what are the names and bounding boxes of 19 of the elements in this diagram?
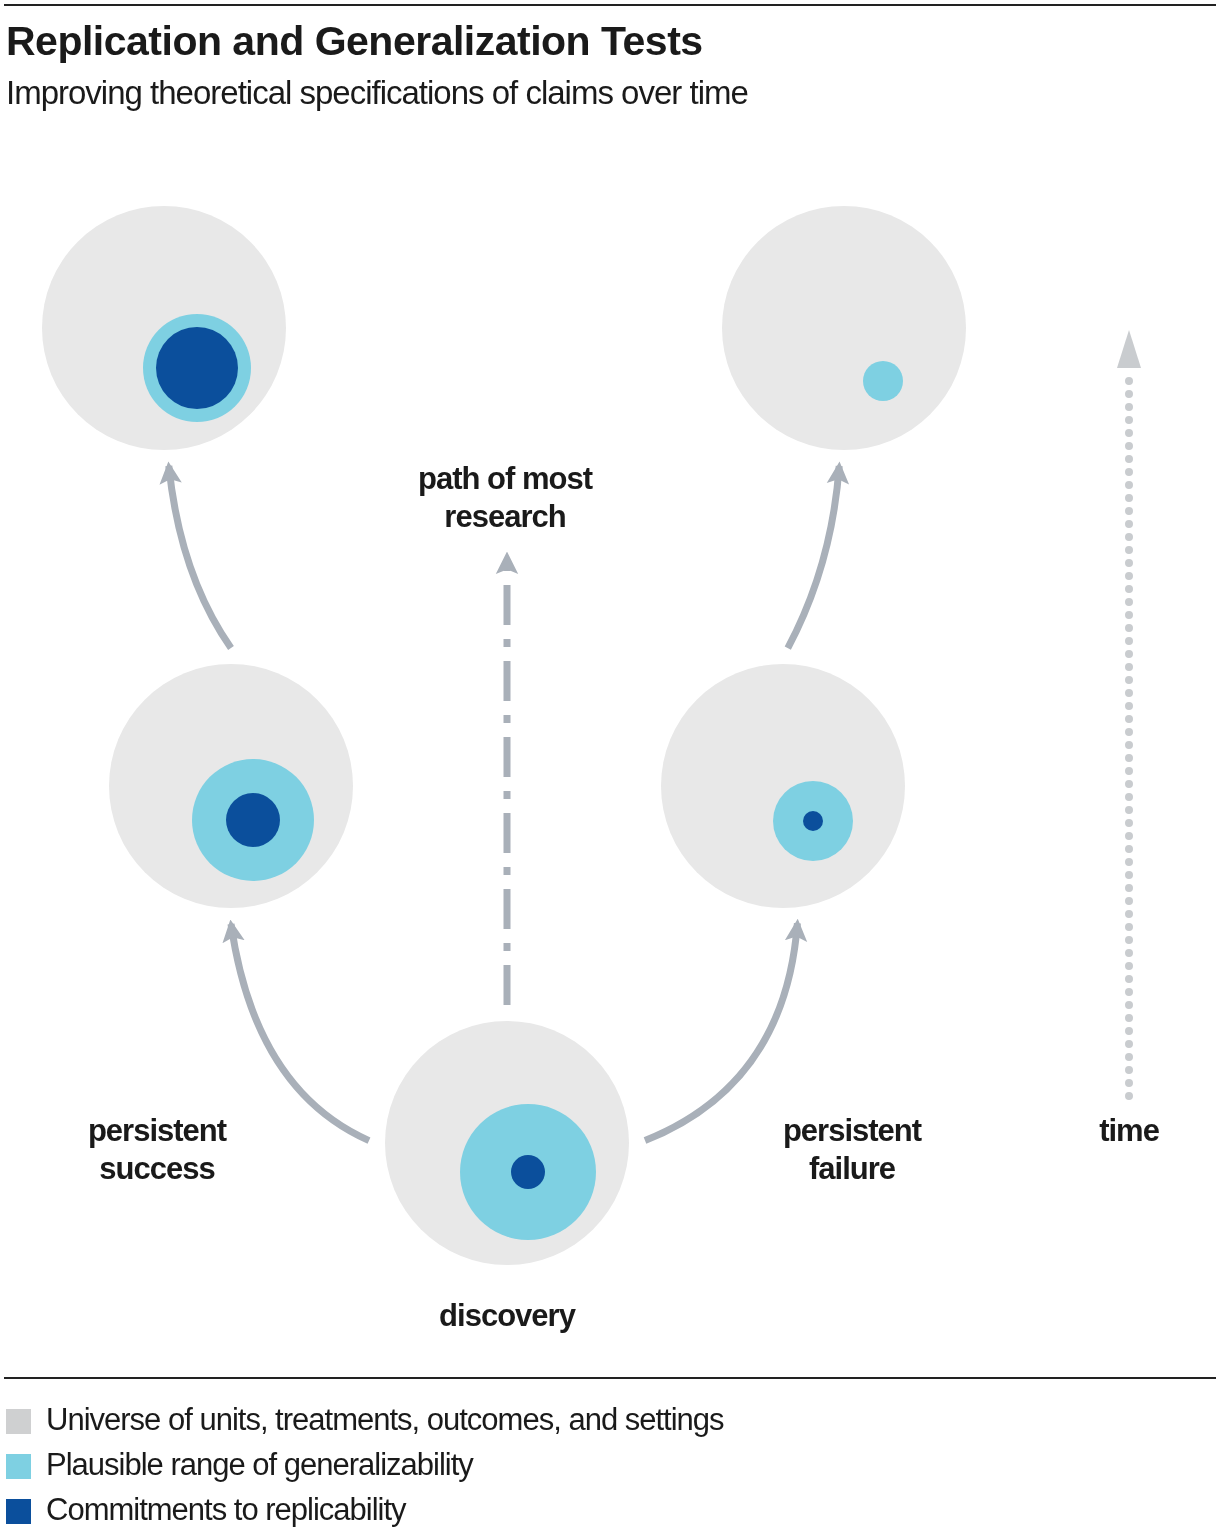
edge-label: persistent success: [86, 1112, 228, 1188]
subtitle: Improving theoretical specifications of claims over time: [6, 74, 748, 112]
arrow: [223, 919, 371, 1144]
generalizability-circle: [863, 361, 903, 401]
title: Replication and Generalization Tests: [6, 18, 703, 65]
replicability-circle: [226, 793, 280, 847]
replicability-circle: [156, 327, 238, 409]
axis-label: time: [1099, 1112, 1159, 1150]
replicability-circle: [803, 811, 823, 831]
arrow: [784, 461, 849, 650]
legend-text: Commitments to replicability: [46, 1492, 406, 1528]
edge-label: persistent failure: [781, 1112, 923, 1188]
replicability-circle: [511, 1155, 545, 1189]
legend-text: Plausible range of generalizability: [46, 1447, 473, 1483]
arrow: [643, 918, 807, 1144]
node-caption: discovery: [439, 1297, 575, 1335]
edge-label: path of most research: [417, 460, 594, 536]
arrow: [159, 461, 234, 650]
legend-text: Universe of units, treatments, outcomes, and settings: [46, 1402, 724, 1438]
